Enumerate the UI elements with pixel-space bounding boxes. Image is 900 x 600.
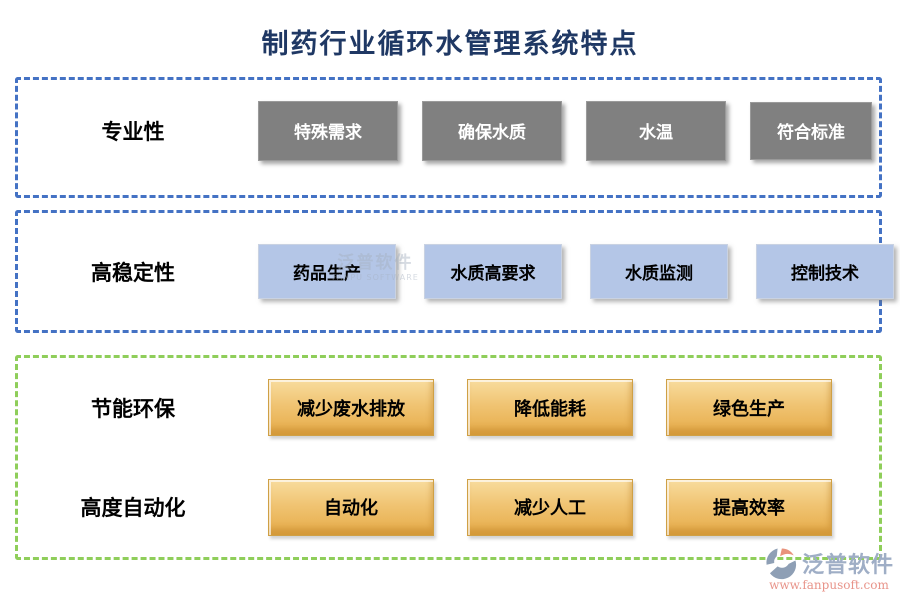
section-professional-label: 专业性: [101, 119, 165, 144]
brand-url: www.fanpusoft.com: [769, 578, 889, 592]
feature-box-high-water-quality: 水质高要求: [424, 244, 562, 299]
feature-box-improve-efficiency: 提高效率: [666, 478, 832, 536]
section-professional: 专业性 特殊需求 确保水质 水温 符合标准: [15, 77, 882, 198]
section-stability-label: 高稳定性: [91, 260, 175, 285]
feature-box-reduce-labor: 减少人工: [467, 478, 633, 536]
feature-box-water-quality-assurance: 确保水质: [422, 100, 562, 161]
professional-boxes: 特殊需求 确保水质 水温 符合标准: [258, 100, 872, 161]
fanpu-logo-icon: [764, 546, 798, 580]
feature-box-automation: 自动化: [268, 478, 434, 536]
feature-box-meets-standards: 符合标准: [750, 101, 872, 160]
section-automation-label: 高度自动化: [80, 496, 186, 521]
feature-box-special-needs: 特殊需求: [258, 100, 398, 161]
brand-name: 泛普软件: [801, 553, 894, 578]
section-stability: 高稳定性 药品生产 水质高要求 水质监测 控制技术: [15, 210, 894, 333]
feature-box-green-production: 绿色生产: [666, 379, 832, 437]
automation-boxes: 自动化 减少人工 提高效率: [268, 478, 832, 536]
feature-box-water-monitoring: 水质监测: [590, 244, 728, 299]
brand-footer: 泛普软件 www.fanpusoft.com: [764, 546, 894, 592]
stability-boxes: 药品生产 水质高要求 水质监测 控制技术: [258, 244, 894, 299]
feature-box-lower-energy: 降低能耗: [467, 379, 633, 437]
section-eco-label: 节能环保: [91, 396, 175, 421]
feature-box-reduce-wastewater: 减少废水排放: [268, 379, 434, 437]
eco-boxes: 减少废水排放 降低能耗 绿色生产: [268, 379, 832, 437]
feature-box-drug-production: 药品生产: [258, 244, 396, 299]
page-title: 制药行业循环水管理系统特点: [261, 29, 639, 60]
feature-box-control-technology: 控制技术: [756, 244, 894, 299]
feature-box-water-temperature: 水温: [586, 100, 726, 161]
section-eco-automation: 节能环保 减少废水排放 降低能耗 绿色生产 高度自动化 自动化 减少人工 提高效…: [15, 355, 882, 560]
